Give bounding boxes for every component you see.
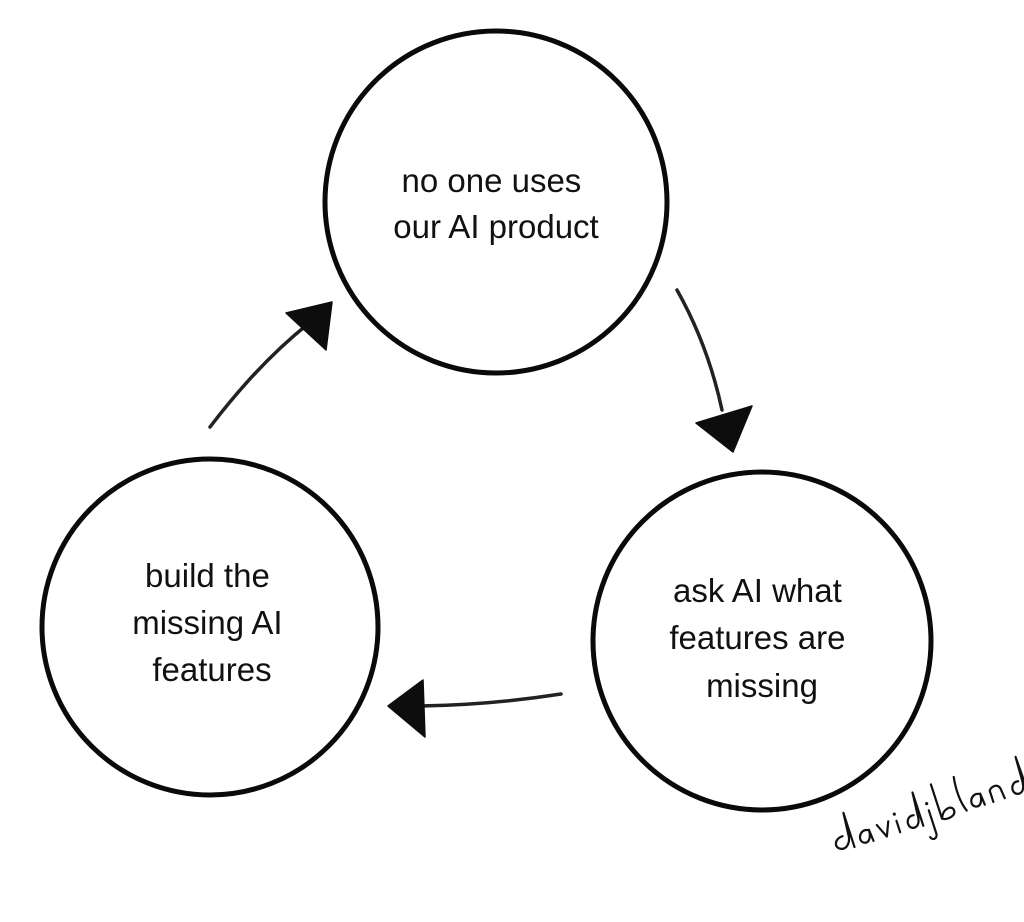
arrow-left-to-top — [208, 301, 333, 429]
arrow-right-to-left — [387, 679, 563, 738]
arrow-shaft-top-right — [675, 288, 724, 412]
node-right-line-1: ask AI what — [673, 572, 842, 609]
node-ask-ai: ask AI what features are missing — [590, 469, 934, 813]
node-right-line-3: missing — [706, 667, 818, 704]
arrow-head-right-left — [387, 679, 426, 738]
arrow-head-top-right — [695, 405, 753, 453]
node-circle-top — [322, 28, 670, 376]
node-text-top: no one uses our AI product — [393, 162, 598, 245]
node-top-line-2: our AI product — [393, 208, 598, 245]
node-left-line-1: build the — [145, 557, 270, 594]
signature-davidjbland — [834, 755, 1024, 850]
node-right-line-2: features are — [669, 619, 845, 656]
node-left-line-3: features — [152, 651, 271, 688]
node-no-one-uses: no one uses our AI product — [322, 28, 670, 376]
arrow-head-left-top — [285, 301, 333, 351]
node-text-left: build the missing AI features — [132, 557, 292, 688]
arrow-shaft-left-top — [208, 322, 310, 429]
node-left-line-2: missing AI — [132, 604, 282, 641]
node-text-right: ask AI what features are missing — [669, 572, 854, 704]
arrow-shaft-right-left — [418, 692, 563, 708]
arrow-top-to-right — [675, 288, 753, 453]
node-top-line-1: no one uses — [402, 162, 582, 199]
node-circle-left — [39, 456, 381, 798]
node-build-features: build the missing AI features — [39, 456, 381, 798]
node-circle-right — [590, 469, 934, 813]
